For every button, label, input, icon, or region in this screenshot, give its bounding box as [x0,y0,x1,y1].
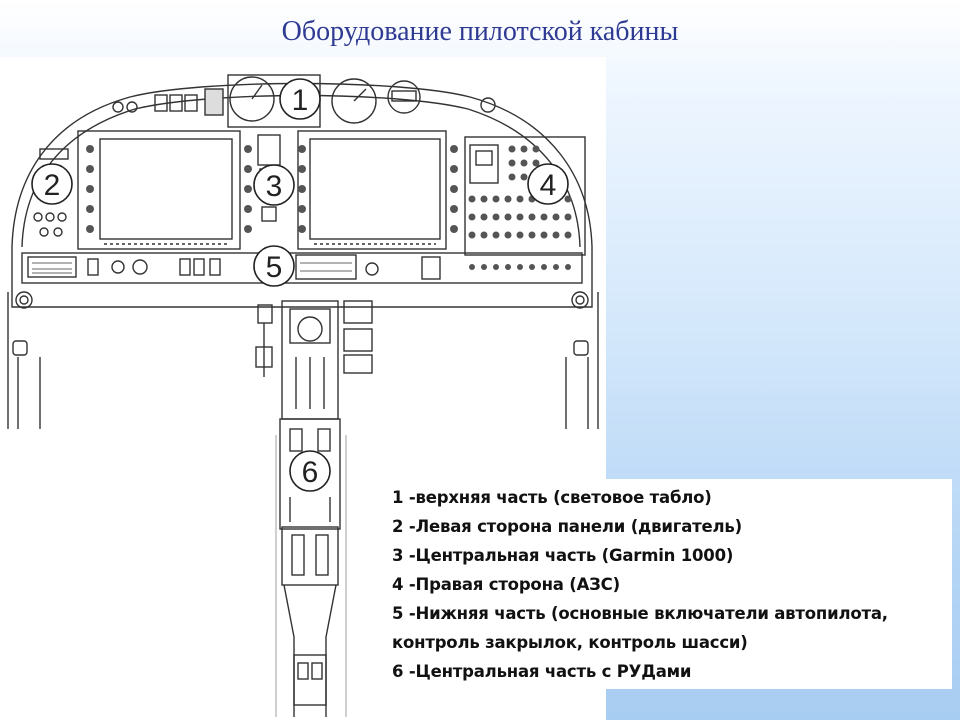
cockpit-diagram: 1 2 3 4 5 6 [0,57,606,720]
callout-5-marker: 5 [253,245,295,287]
mfd-frame [297,130,447,250]
legend-list: 1 -верхняя часть (световое табло) 2 -Лев… [392,483,888,686]
legend-item-6: 6 -Центральная часть с РУДами [392,662,692,681]
legend-item-5-continued: контроль закрылок, контроль шасси) [392,633,748,652]
legend-item-4: 4 -Правая сторона (АЗС) [392,575,620,594]
callout-4-marker: 4 [527,163,569,205]
page-title: Оборудование пилотской кабины [281,16,679,47]
callout-4-label: 4 [540,169,557,202]
lower-switch-strip [21,252,583,284]
pfd-frame [77,130,241,250]
breaker-panel [464,136,586,256]
side-levers [255,300,373,377]
callout-2-label: 2 [44,169,61,202]
legend-item-1: 1 -верхняя часть (световое табло) [392,488,712,507]
callout-6-marker: 6 [289,450,331,492]
legend-item-2: 2 -Левая сторона панели (двигатель) [392,517,742,536]
callout-3-label: 3 [266,170,283,203]
callout-1-label: 1 [292,84,309,117]
callout-1-marker: 1 [279,78,321,120]
panel-outline [11,82,593,308]
mfd-screen [309,138,441,240]
left-side-frame [7,292,41,429]
legend-item-5: 5 -Нижняя часть (основные включатели авт… [392,604,888,623]
legend-item-3: 3 -Центральная часть (Garmin 1000) [392,546,734,565]
callout-3-marker: 3 [253,164,295,206]
right-side-frame [565,292,599,429]
callout-5-label: 5 [266,251,283,284]
callout-2-marker: 2 [31,163,73,205]
left-panel-controls [33,148,69,237]
legend-box: 1 -верхняя часть (световое табло) 2 -Лев… [380,479,952,689]
pfd-screen [99,138,233,240]
center-pedestal [275,300,347,717]
annunciator-strip [112,74,496,128]
callout-6-label: 6 [302,456,319,489]
